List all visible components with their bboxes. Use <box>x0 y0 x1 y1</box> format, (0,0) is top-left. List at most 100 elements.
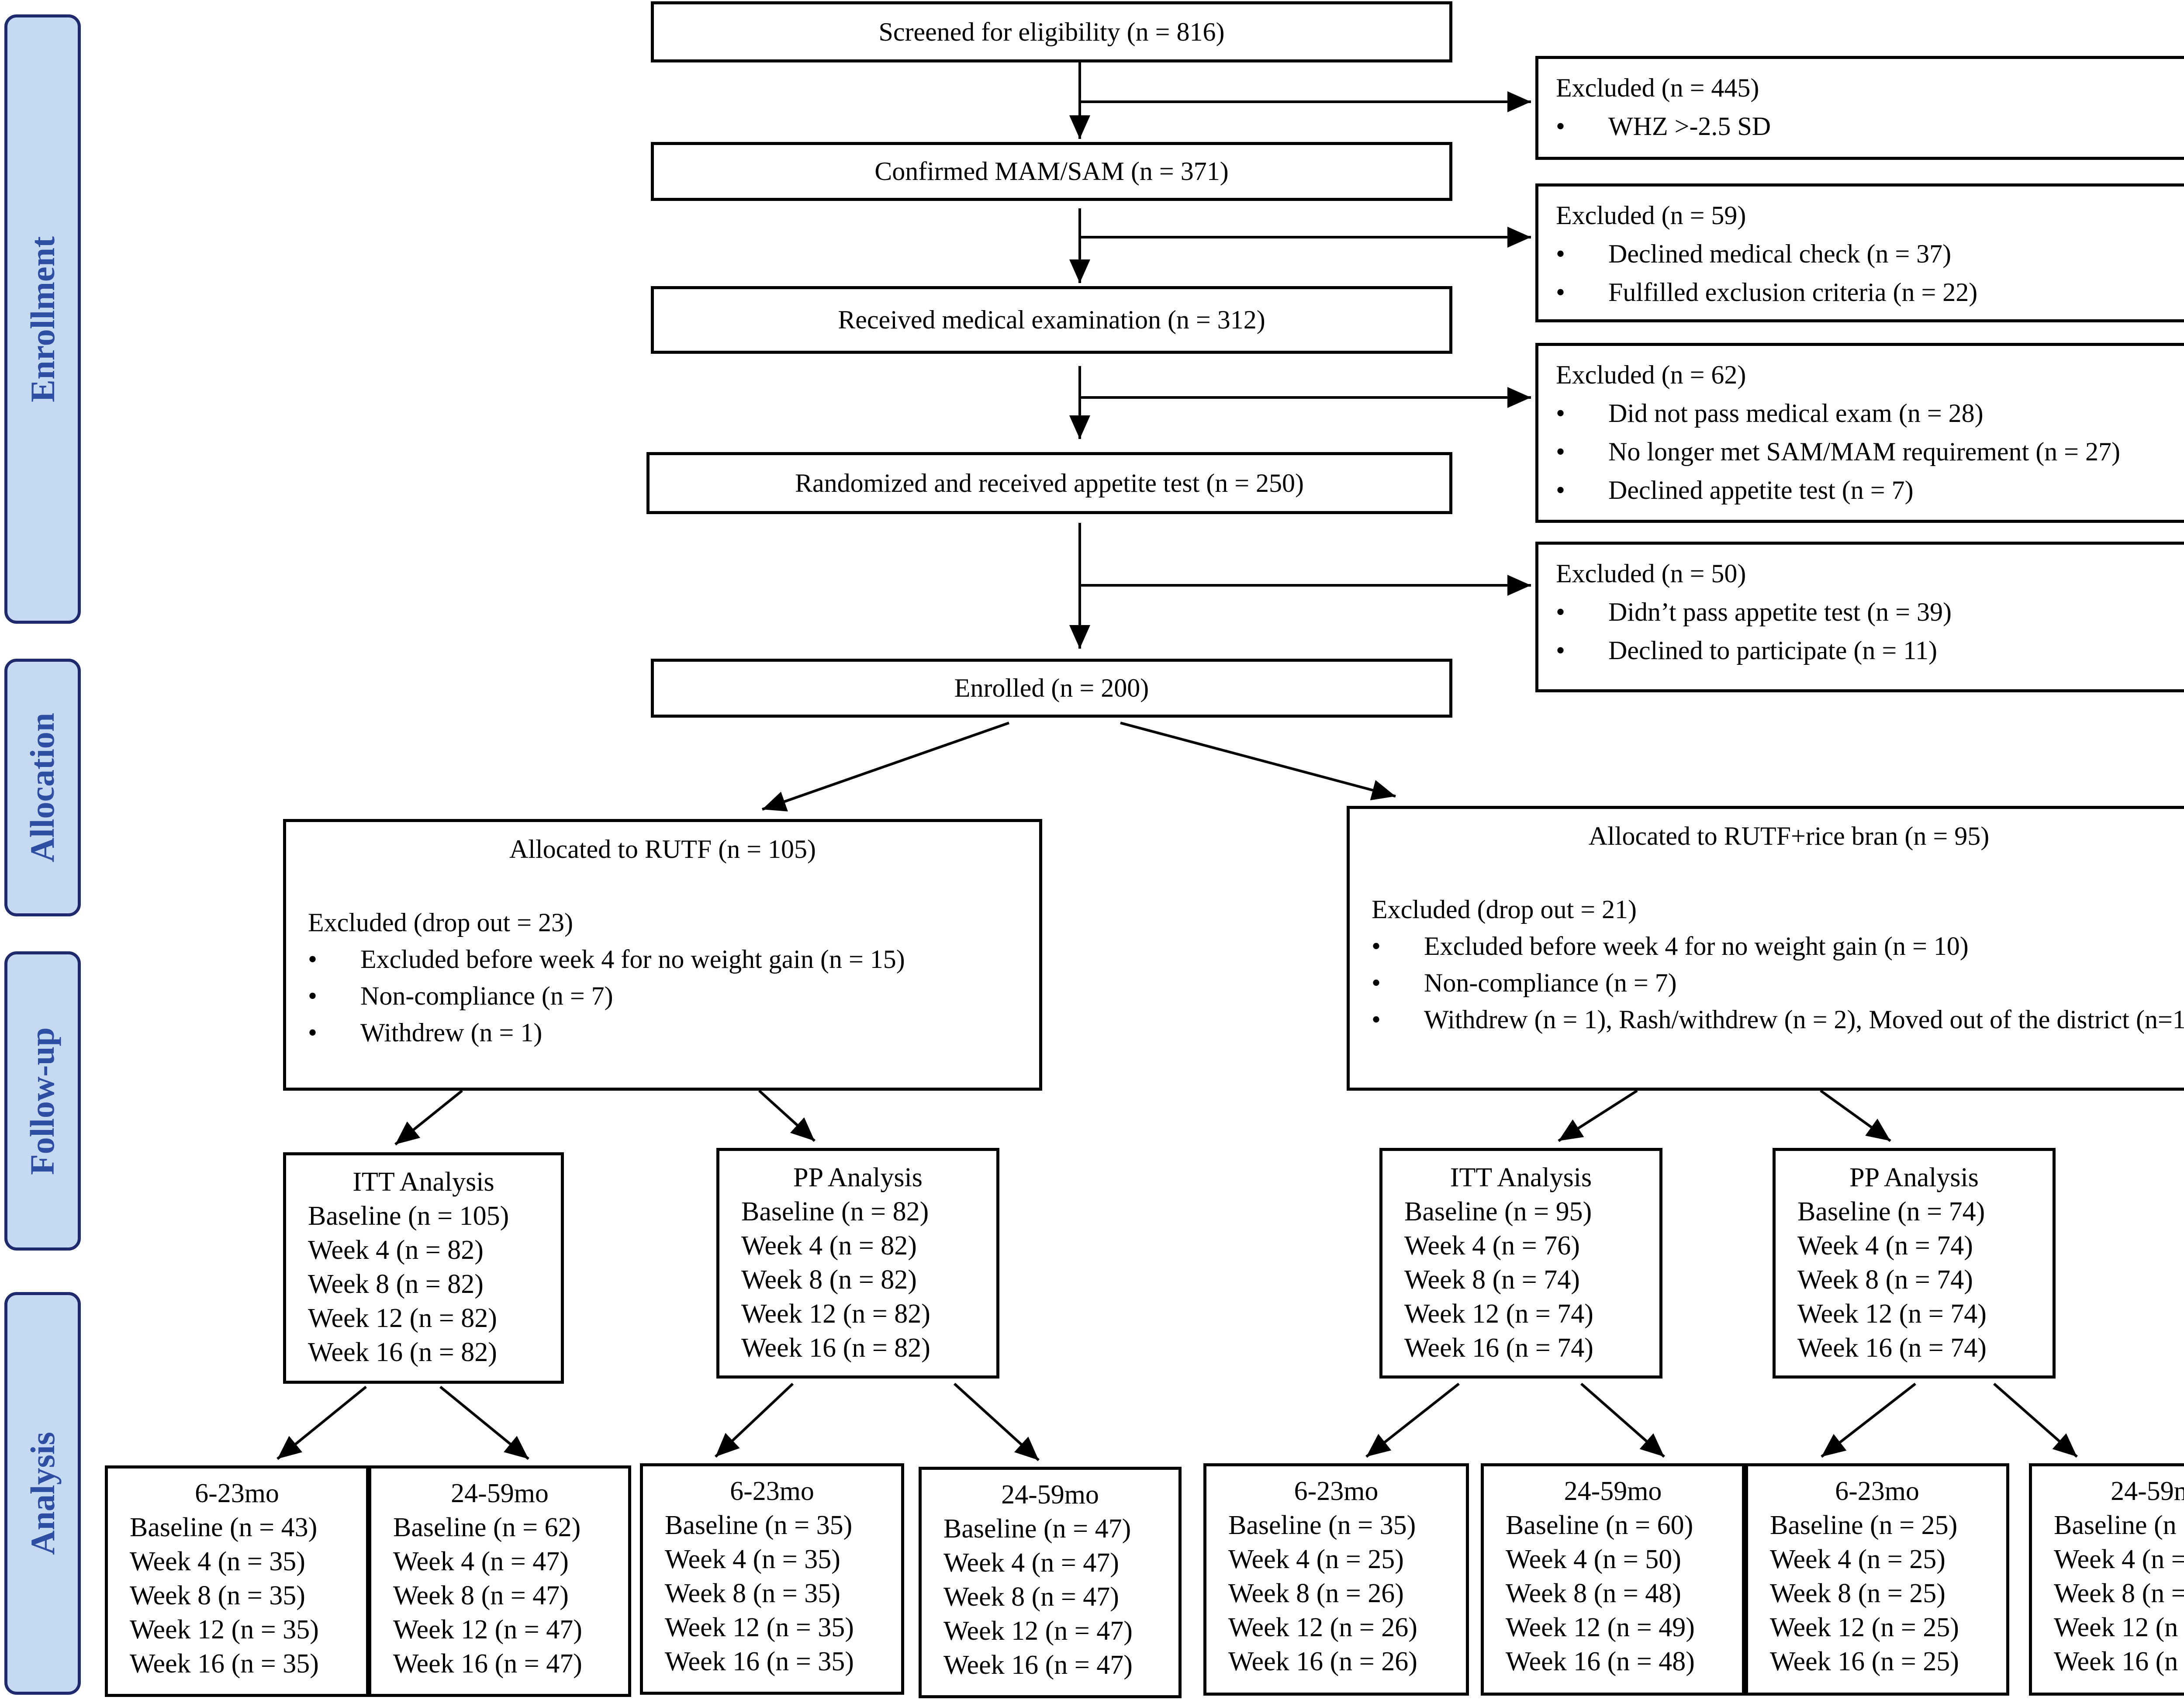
allocation-arrow <box>762 722 1009 812</box>
age-group-row: Week 16 (n = 48) <box>1506 1647 1695 1676</box>
age-group-row: Week 16 (n = 47) <box>943 1650 1133 1680</box>
excluded-item: Fulfilled exclusion criteria (n = 22) <box>1556 273 2184 311</box>
age-group-row: Baseline (n = 62) <box>393 1513 581 1542</box>
age-group-arrow <box>1365 1382 1460 1458</box>
analysis-arrow <box>1558 1089 1638 1142</box>
excluded-item: Declined appetite test (n = 7) <box>1556 471 2184 509</box>
stage-follow-up: Follow-up <box>4 951 81 1251</box>
age-group-row: Week 12 (n = 35) <box>130 1615 319 1645</box>
stage-enrollment: Enrollment <box>4 14 81 624</box>
excluded-box-2: Excluded (n = 59) Declined medical check… <box>1535 183 2184 322</box>
analysis-arrow <box>758 1089 816 1142</box>
allocation-excluded-item: Excluded before week 4 for no weight gai… <box>1372 928 2184 964</box>
age-group-title: 24-59mo <box>451 1479 549 1508</box>
excluded-box-4: Excluded (n = 50) Didn’t pass appetite t… <box>1535 542 2184 692</box>
age-group-row: Baseline (n = 49) <box>2054 1510 2184 1540</box>
allocation-excluded-head: Excluded (drop out = 21) <box>1372 895 1637 924</box>
age-group-arrow <box>1821 1382 1916 1458</box>
age-group-row: Week 8 (n = 48) <box>1506 1579 1681 1608</box>
allocation-excluded-item: Withdrew (n = 1) <box>308 1014 1017 1051</box>
age-group-row: Baseline (n = 47) <box>943 1514 1131 1544</box>
age-group-title: 24-59mo <box>2111 1476 2184 1506</box>
allocation-excluded-item: Withdrew (n = 1), Rash/withdrew (n = 2),… <box>1372 1001 2184 1038</box>
analysis-title: ITT Analysis <box>352 1167 494 1197</box>
enrolled-text: Enrolled (n = 200) <box>954 674 1149 702</box>
age-group-row: Baseline (n = 60) <box>1506 1510 1693 1540</box>
itt-analysis-rice-bran-box: ITT Analysis Baseline (n = 95) Week 4 (n… <box>1379 1148 1662 1379</box>
age-group-row: Week 8 (n = 35) <box>665 1579 840 1608</box>
analysis-title: ITT Analysis <box>1450 1163 1592 1192</box>
excluded-item: Did not pass medical exam (n = 28) <box>1556 394 2184 432</box>
screened-text: Screened for eligibility (n = 816) <box>878 17 1225 46</box>
age-group-row: Week 8 (n = 47) <box>393 1581 569 1610</box>
age-group-row: Week 16 (n = 26) <box>1228 1647 1417 1676</box>
stage-allocation: Allocation <box>4 659 81 916</box>
age-group-row: Week 4 (n = 35) <box>130 1547 305 1576</box>
analysis-row: Week 12 (n = 74) <box>1404 1299 1593 1329</box>
age-group-title: 24-59mo <box>1001 1480 1099 1510</box>
allocation-title: Allocated to RUTF (n = 105) <box>509 835 816 864</box>
analysis-row: Week 4 (n = 82) <box>741 1231 917 1261</box>
excluded-head: Excluded (n = 62) <box>1556 360 1746 389</box>
age-group-arrow <box>1580 1382 1665 1458</box>
pp-analysis-rice-bran-box: PP Analysis Baseline (n = 74) Week 4 (n … <box>1773 1148 2056 1379</box>
age-group-row: Week 12 (n = 47) <box>393 1615 582 1645</box>
analysis-title: PP Analysis <box>1849 1163 1979 1192</box>
age-6-23mo-itt-rice-bran-box: 6-23mo Baseline (n = 35) Week 4 (n = 25)… <box>1203 1463 1469 1696</box>
age-group-arrow <box>714 1382 794 1458</box>
age-group-row: Week 4 (n = 47) <box>393 1547 569 1576</box>
age-group-row: Baseline (n = 25) <box>1770 1510 1958 1540</box>
age-group-row: Week 4 (n = 25) <box>1770 1545 1946 1574</box>
age-group-row: Week 12 (n = 47) <box>943 1616 1133 1646</box>
analysis-row: Baseline (n = 82) <box>741 1197 929 1227</box>
age-group-arrow <box>1993 1382 2078 1458</box>
age-24-59mo-itt-rice-bran-box: 24-59mo Baseline (n = 60) Week 4 (n = 50… <box>1481 1463 1745 1696</box>
age-6-23mo-pp-rutf-box: 6-23mo Baseline (n = 35) Week 4 (n = 35)… <box>640 1463 904 1695</box>
analysis-row: Week 8 (n = 82) <box>308 1269 484 1299</box>
allocation-excluded-item: Non-compliance (n = 7) <box>1372 964 2184 1001</box>
age-group-row: Week 8 (n = 47) <box>943 1582 1119 1612</box>
medical-text: Received medical examination (n = 312) <box>838 305 1265 334</box>
analysis-row: Week 8 (n = 82) <box>741 1265 917 1295</box>
analysis-row: Week 4 (n = 82) <box>308 1235 484 1265</box>
age-group-row: Week 16 (n = 49) <box>2054 1647 2184 1676</box>
medical-box: Received medical examination (n = 312) <box>651 286 1452 354</box>
analysis-row: Week 16 (n = 74) <box>1797 1333 1987 1363</box>
allocation-title: Allocated to RUTF+rice bran (n = 95) <box>1588 822 1990 850</box>
allocation-arrow <box>1120 722 1396 801</box>
age-group-row: Week 16 (n = 35) <box>665 1647 854 1676</box>
age-group-arrow <box>439 1386 529 1460</box>
age-group-row: Week 4 (n = 47) <box>943 1548 1119 1578</box>
age-group-title: 6-23mo <box>1294 1476 1379 1506</box>
screened-box: Screened for eligibility (n = 816) <box>651 1 1452 62</box>
age-group-row: Week 16 (n = 25) <box>1770 1647 1959 1676</box>
age-group-row: Week 4 (n = 49) <box>2054 1545 2184 1574</box>
randomized-text: Randomized and received appetite test (n… <box>795 468 1304 498</box>
analysis-row: Week 16 (n = 82) <box>741 1333 930 1363</box>
age-group-arrow <box>276 1386 367 1460</box>
analysis-row: Baseline (n = 74) <box>1797 1197 1985 1227</box>
age-24-59mo-itt-rutf-box: 24-59mo Baseline (n = 62) Week 4 (n = 47… <box>368 1465 631 1697</box>
age-group-row: Week 12 (n = 35) <box>665 1613 854 1642</box>
excluded-item: Didn’t pass appetite test (n = 39) <box>1556 593 2184 631</box>
analysis-row: Baseline (n = 105) <box>308 1201 509 1231</box>
age-group-title: 6-23mo <box>195 1479 279 1508</box>
excluded-head: Excluded (n = 59) <box>1556 201 1746 230</box>
excluded-item: Declined medical check (n = 37) <box>1556 235 2184 273</box>
excluded-item: No longer met SAM/MAM requirement (n = 2… <box>1556 432 2184 471</box>
age-group-row: Week 4 (n = 50) <box>1506 1545 1681 1574</box>
allocation-rutf-box: Allocated to RUTF (n = 105) Excluded (dr… <box>283 819 1042 1091</box>
excluded-head: Excluded (n = 50) <box>1556 559 1746 588</box>
allocation-rice-bran-box: Allocated to RUTF+rice bran (n = 95) Exc… <box>1347 806 2184 1091</box>
age-group-title: 6-23mo <box>730 1476 814 1506</box>
age-group-row: Baseline (n = 43) <box>130 1513 318 1542</box>
excluded-item: WHZ >-2.5 SD <box>1556 107 2184 145</box>
age-group-row: Week 12 (n = 49) <box>1506 1613 1695 1642</box>
age-group-title: 6-23mo <box>1835 1476 1919 1506</box>
age-group-row: Week 12 (n = 25) <box>1770 1613 1959 1642</box>
age-group-row: Week 16 (n = 47) <box>393 1649 582 1679</box>
age-group-row: Week 16 (n = 35) <box>130 1649 319 1679</box>
allocation-excluded-head: Excluded (drop out = 23) <box>308 908 574 937</box>
